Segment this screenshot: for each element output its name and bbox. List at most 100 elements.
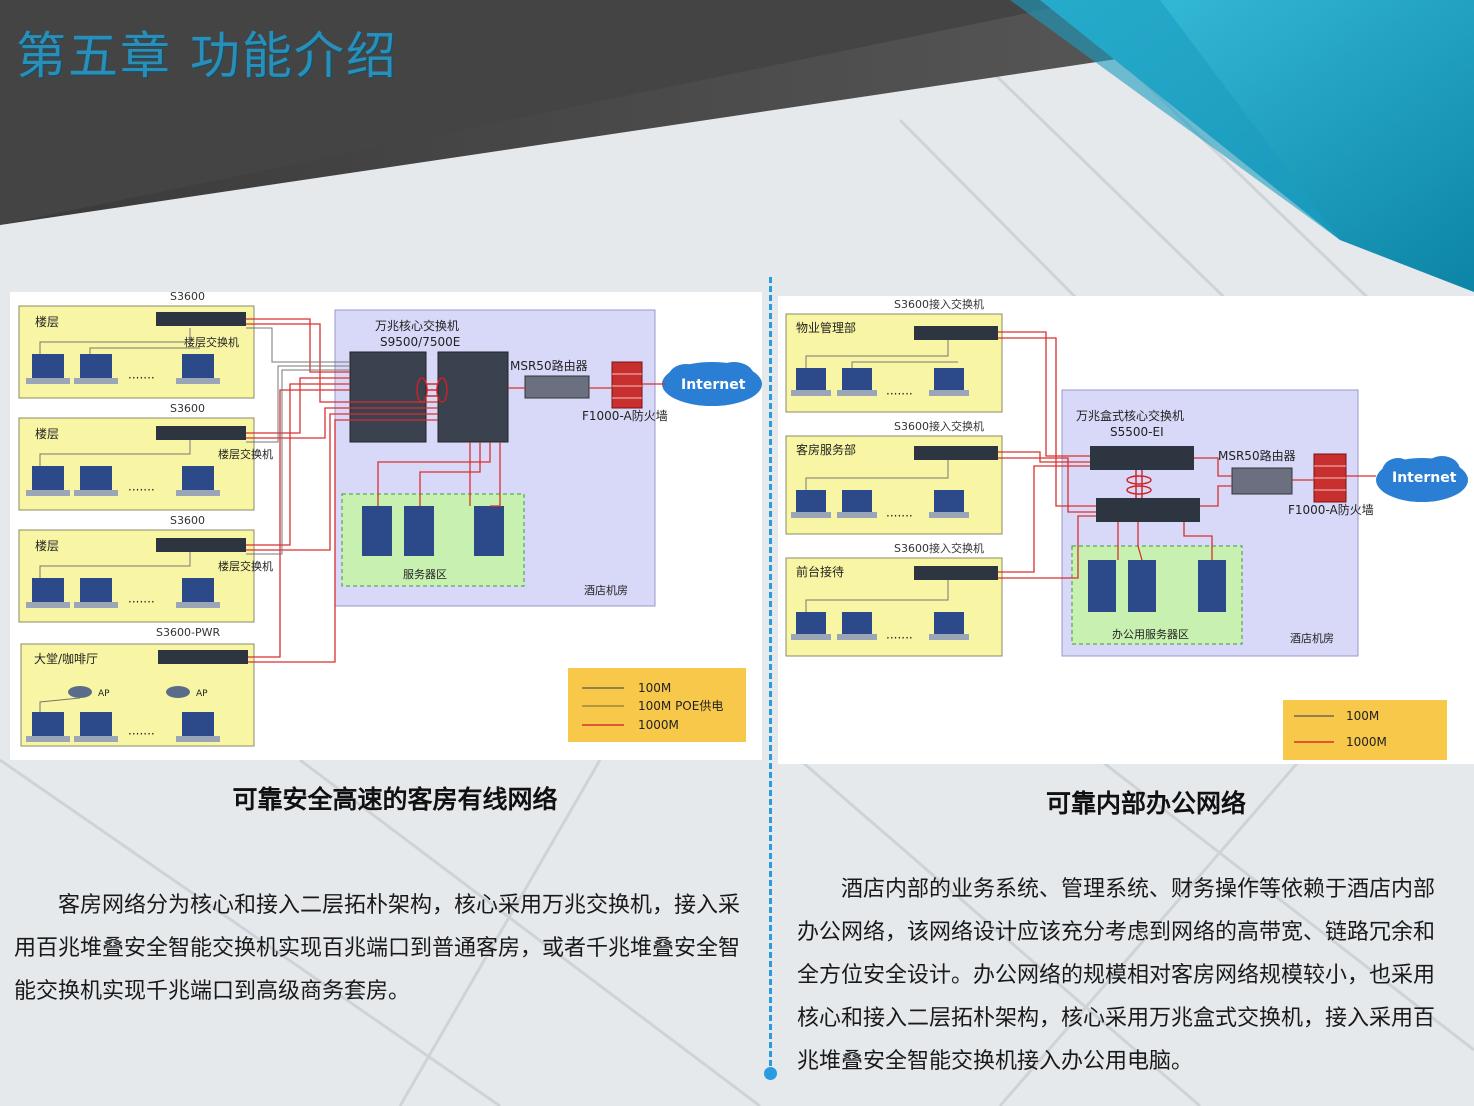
legend	[1283, 700, 1447, 760]
laptop-icon	[26, 466, 70, 496]
firewall-icon	[611, 361, 643, 409]
access-switch-icon	[914, 326, 998, 340]
floor-switch-model: S3600	[170, 514, 205, 527]
floor-switch-model: S3600	[170, 402, 205, 415]
legend-item: 100M	[638, 681, 671, 695]
laptop-icon	[791, 490, 831, 518]
office-network-description: 酒店内部的业务系统、管理系统、财务操作等依赖于酒店内部办公网络，该网络设计应该充…	[797, 877, 1436, 1074]
server-icon	[1088, 560, 1116, 612]
core-switch-icon	[349, 351, 427, 443]
server-icon	[474, 506, 504, 556]
router-icon	[1231, 467, 1293, 495]
guest-network-diagram: S3600 楼层 楼层交换机 ······· S3600 楼层 楼层交换机 ··…	[10, 292, 762, 760]
laptop-icon	[74, 712, 118, 742]
access-switch-icon	[156, 312, 246, 326]
link-lines	[998, 331, 1376, 579]
firewall-label: F1000-A防火墙	[582, 408, 668, 423]
ellipsis: ·······	[128, 371, 155, 385]
laptop-icon	[26, 712, 70, 742]
router-label: MSR50路由器	[510, 358, 588, 373]
access-point-icon	[68, 686, 92, 698]
internet-label: Internet	[681, 377, 746, 393]
floor-area-label: 物业管理部	[796, 320, 856, 335]
core-switch-icon	[437, 351, 509, 443]
floor-group-2: S3600 楼层 楼层交换机 ·······	[18, 402, 273, 511]
machine-room-label: 酒店机房	[1290, 631, 1334, 645]
ap-label: AP	[196, 689, 208, 699]
laptop-icon	[837, 612, 877, 640]
laptop-icon	[791, 368, 831, 396]
floor-group-3: S3600 楼层 楼层交换机 ·······	[18, 514, 273, 623]
server-zone-label: 办公用服务器区	[1112, 628, 1189, 641]
core-switch-label: 万兆盒式核心交换机	[1076, 408, 1184, 423]
server-zone-label: 服务器区	[403, 568, 447, 581]
server-icon	[404, 506, 434, 556]
floor-area-label: 楼层	[35, 314, 59, 329]
floor-switch-label: 楼层交换机	[218, 559, 273, 573]
laptop-icon	[74, 466, 118, 496]
core-switch-model: S9500/7500E	[380, 335, 460, 349]
legend-item: 1000M	[1346, 735, 1387, 749]
legend-item: 100M	[1346, 709, 1379, 723]
laptop-icon	[837, 368, 877, 396]
ellipsis: ·······	[886, 509, 913, 523]
internet-label: Internet	[1392, 470, 1457, 486]
laptop-icon	[74, 578, 118, 608]
server-icon	[1198, 560, 1226, 612]
floor-switch-model: S3600接入交换机	[894, 419, 984, 433]
floor-area-label: 楼层	[35, 426, 59, 441]
floor-area-label: 楼层	[35, 538, 59, 553]
laptop-icon	[929, 368, 969, 396]
internet-cloud-icon	[1376, 456, 1468, 502]
access-switch-icon	[914, 446, 998, 460]
firewall-label: F1000-A防火墙	[1288, 502, 1374, 517]
router-label: MSR50路由器	[1218, 448, 1296, 463]
link-lines	[246, 318, 666, 663]
floor-switch-model: S3600	[170, 292, 205, 303]
server-icon	[1128, 560, 1156, 612]
ellipsis: ·······	[886, 387, 913, 401]
ellipsis: ·······	[886, 631, 913, 645]
legend	[568, 668, 746, 742]
divider-end-dot	[764, 1067, 777, 1080]
column-divider	[769, 277, 772, 1075]
laptop-icon	[176, 466, 220, 496]
floor-group-1: S3600接入交换机 物业管理部 ·······	[785, 297, 1003, 413]
core-switch-icon	[1096, 498, 1200, 522]
laptop-icon	[929, 490, 969, 518]
access-point-icon	[166, 686, 190, 698]
ellipsis: ·······	[128, 727, 155, 741]
laptop-icon	[74, 354, 118, 384]
floor-group-4: S3600-PWR 大堂/咖啡厅 AP AP ·······	[20, 626, 255, 747]
floor-switch-model: S3600-PWR	[156, 626, 220, 639]
router-icon	[524, 375, 590, 399]
server-icon	[362, 506, 392, 556]
laptop-icon	[176, 712, 220, 742]
floor-group-2: S3600接入交换机 客房服务部 ·······	[785, 419, 1003, 535]
access-switch-icon	[156, 538, 246, 552]
floor-switch-label: 楼层交换机	[218, 447, 273, 461]
core-switch-model: S5500-EI	[1110, 425, 1164, 439]
floor-group-3: S3600接入交换机 前台接待 ·······	[785, 541, 1003, 657]
laptop-icon	[26, 354, 70, 384]
core-switch-icon	[1090, 446, 1194, 470]
laptop-icon	[26, 578, 70, 608]
floor-group-1: S3600 楼层 楼层交换机 ·······	[18, 292, 255, 399]
core-switch-label: 万兆核心交换机	[375, 318, 459, 333]
legend-item: 100M POE供电	[638, 699, 723, 713]
floor-switch-model: S3600接入交换机	[894, 541, 984, 555]
office-network-caption: 可靠内部办公网络	[1045, 789, 1246, 818]
floor-area-label: 客房服务部	[796, 442, 856, 457]
laptop-icon	[929, 612, 969, 640]
access-switch-icon	[156, 426, 246, 440]
guest-network-caption: 可靠安全高速的客房有线网络	[232, 785, 558, 814]
access-switch-icon	[158, 650, 248, 664]
internet-cloud-icon	[662, 362, 762, 406]
office-network-diagram: S3600接入交换机 物业管理部 ······· S3600接入交换机 客房服务…	[778, 296, 1474, 764]
laptop-icon	[791, 612, 831, 640]
ellipsis: ·······	[128, 483, 155, 497]
machine-room-label: 酒店机房	[584, 583, 628, 597]
ellipsis: ·······	[128, 595, 155, 609]
floor-switch-label: 楼层交换机	[184, 335, 239, 349]
floor-area-label: 前台接待	[796, 564, 844, 579]
